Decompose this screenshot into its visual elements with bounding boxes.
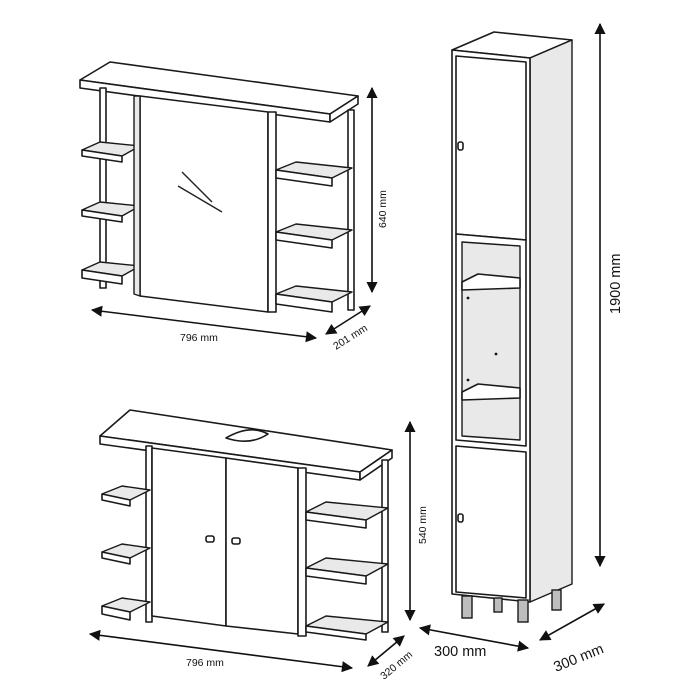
mirror-cabinet-left-shelves — [81, 87, 141, 289]
tall-lower-handle — [457, 513, 464, 523]
tall-depth-label: 300 mm — [552, 641, 607, 675]
vanity-door-left — [151, 447, 227, 627]
mirror-height-label: 640 mm — [377, 190, 389, 228]
tall-cabinet-side — [529, 39, 573, 603]
vanity-right-shelves — [297, 459, 389, 641]
mirror-cabinet-right-shelves — [267, 109, 355, 313]
tall-lower-door — [455, 445, 527, 599]
vanity-height-label: 540 mm — [417, 506, 429, 544]
vanity-door-right — [225, 457, 299, 635]
vanity-width-arrow — [88, 629, 354, 673]
sink-cutout — [225, 429, 269, 442]
vanity-width-label: 796 mm — [186, 657, 224, 669]
tall-height-label: 1900 mm — [608, 254, 624, 314]
tall-cabinet: 1900 mm 300 mm 300 mm — [418, 22, 624, 676]
tall-depth-arrow — [539, 603, 605, 641]
tall-width-arrow — [418, 624, 530, 652]
tall-upper-door — [455, 55, 527, 241]
vanity-left-shelves — [101, 445, 153, 623]
tall-open-compartment — [455, 233, 527, 447]
mirror-depth-arrow — [325, 305, 371, 335]
vanity-unit: 796 mm 540 mm 320 mm — [88, 409, 429, 682]
mirror-width-arrow — [90, 305, 318, 343]
mirror-width-label: 796 mm — [180, 332, 218, 344]
vanity-handle-left — [205, 535, 215, 543]
tall-cabinet-legs — [461, 589, 562, 623]
vanity-handle-right — [231, 537, 241, 545]
mirror-door — [139, 95, 269, 313]
vanity-depth-arrow — [367, 635, 405, 667]
tall-width-label: 300 mm — [434, 644, 486, 660]
mirror-glint — [181, 171, 213, 203]
mirror-cabinet: 796 mm 640 mm 201 mm — [79, 61, 389, 353]
tall-upper-handle — [457, 141, 464, 151]
